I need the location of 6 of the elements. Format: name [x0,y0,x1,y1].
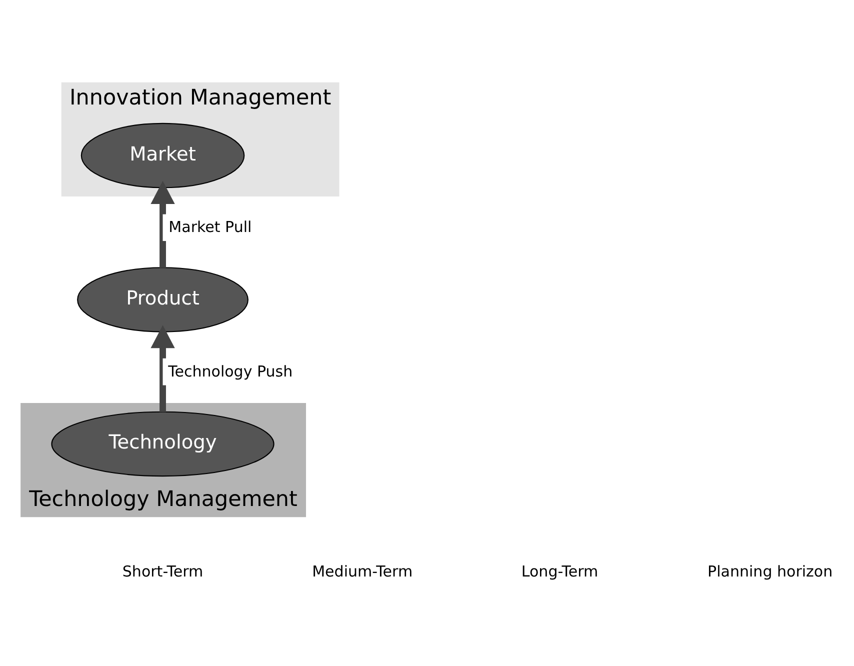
label: Short-Term [122,562,204,580]
label: Medium-Term [312,562,413,580]
label: Long-Term [521,562,598,580]
edge-label: Technology Push [168,362,293,380]
edge-label: Market Pull [168,218,252,236]
label: Planning horizon [708,562,833,580]
